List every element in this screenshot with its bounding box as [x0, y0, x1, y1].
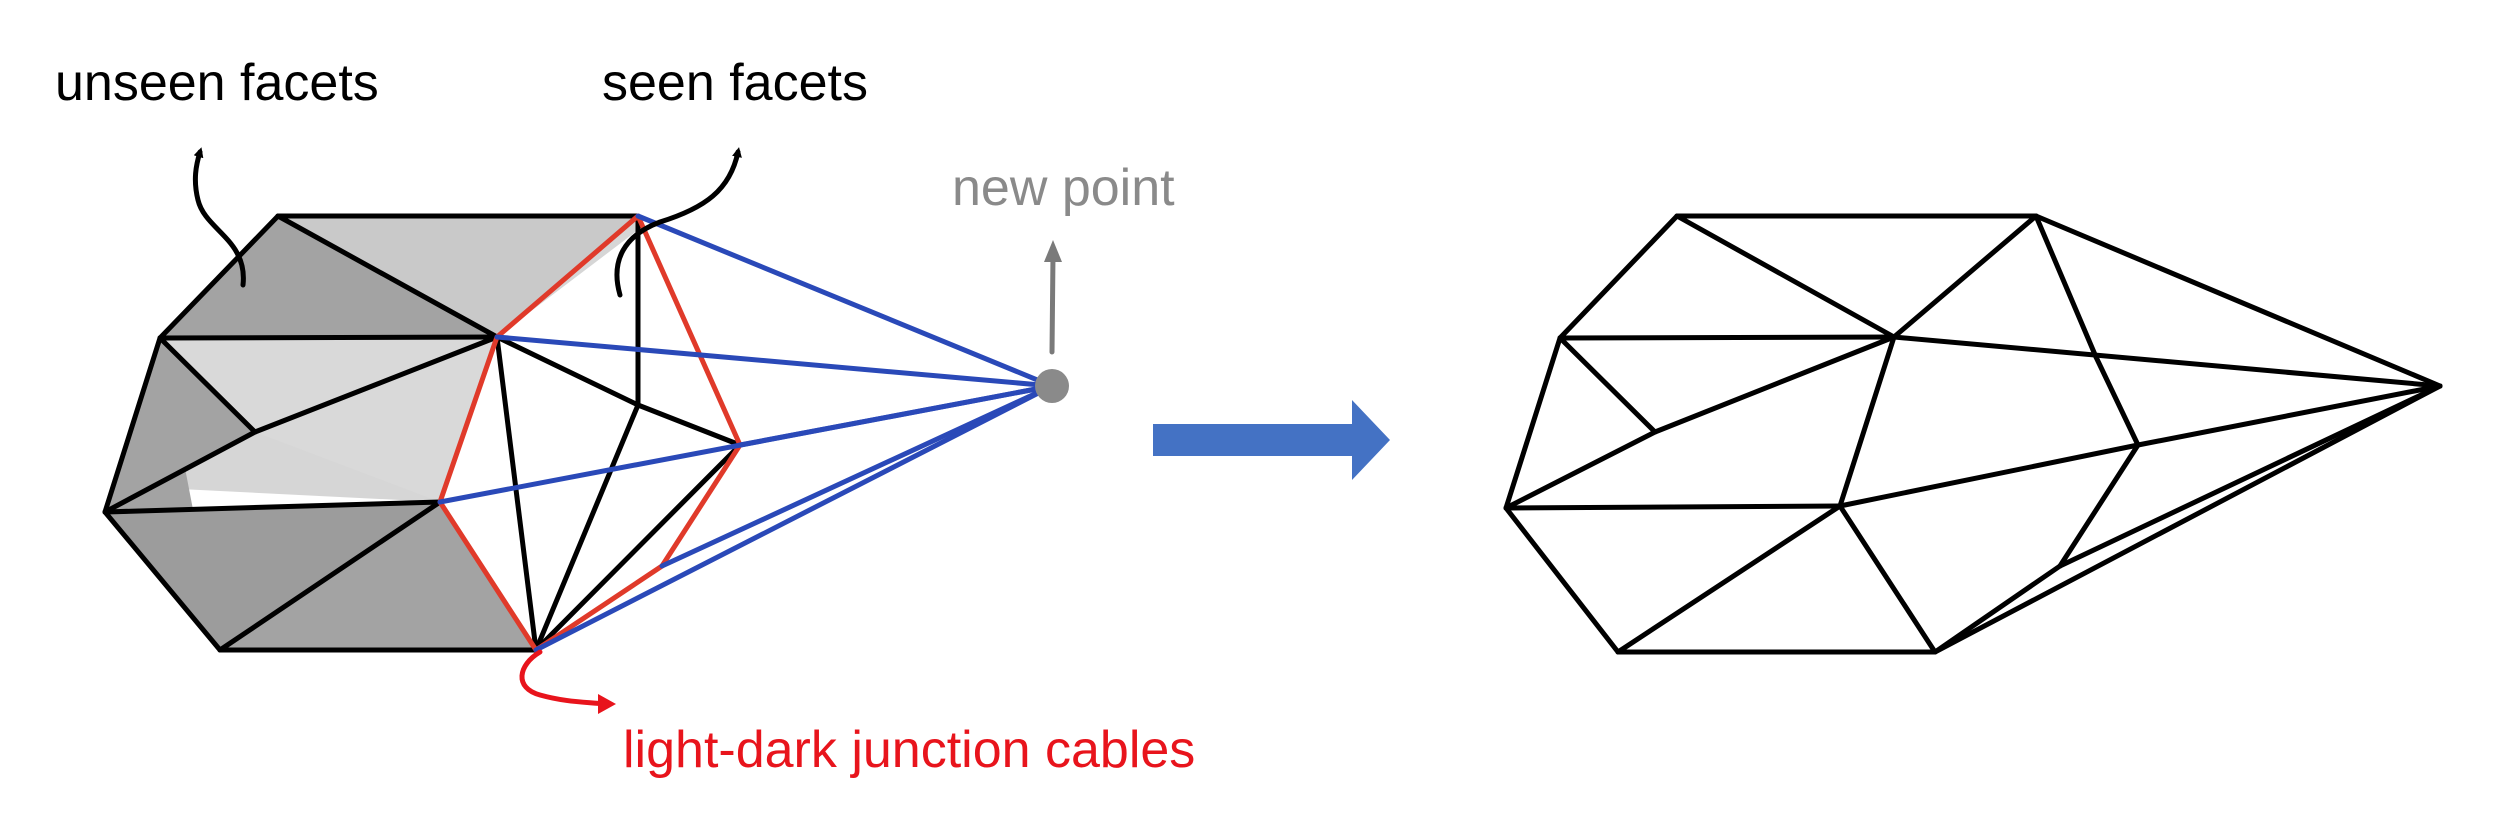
curved-arrow-icon: [614, 147, 742, 298]
hull-before: [102, 213, 1069, 653]
edge: [1557, 213, 1680, 341]
edge: [102, 509, 223, 653]
new-edge: [659, 383, 1055, 569]
new-edges: [437, 213, 1055, 653]
edge: [1557, 334, 1897, 341]
edge: [2033, 213, 2443, 389]
edge: [275, 213, 500, 340]
new-point-label: new point: [952, 159, 1175, 217]
edge: [1557, 335, 1658, 435]
new-edge: [494, 334, 1055, 389]
edge: [102, 429, 258, 515]
new-edge: [737, 383, 1055, 448]
edge: [1837, 442, 2141, 509]
edge: [252, 334, 500, 435]
unseen-facet-dark-left: [105, 338, 255, 512]
edge: [1891, 334, 2443, 389]
edge: [1932, 383, 2443, 655]
edge: [533, 402, 641, 653]
unseen-facet-dark-bottom: [105, 502, 440, 650]
right-arrow-icon: [1153, 400, 1390, 480]
edge: [1891, 213, 2039, 340]
edge: [2057, 442, 2141, 569]
edge: [1503, 335, 1563, 511]
edge: [1652, 334, 1897, 435]
edge: [2093, 354, 2141, 448]
edge: [102, 335, 163, 515]
edge: [494, 334, 539, 653]
edge: [157, 334, 500, 341]
edge: [1837, 334, 1897, 509]
curved-arrow-icon: [192, 147, 246, 288]
edge: [102, 499, 443, 515]
new-point: [1035, 369, 1069, 403]
edge: [1503, 505, 1621, 655]
edge: [217, 499, 443, 653]
edge: [1837, 503, 1938, 655]
edge: [2033, 213, 2099, 360]
curved-arrow-icon: [519, 649, 607, 707]
unseen-facet-light-mid2: [160, 337, 497, 502]
edge: [1615, 503, 1843, 655]
hull-edges: [102, 213, 743, 653]
unseen-facet-light-mid: [278, 216, 638, 337]
edge: [1674, 213, 1897, 340]
new-edge: [635, 213, 1055, 389]
pointer-arrows: [192, 147, 1062, 714]
junction-cables-label: light-dark junction cables: [623, 721, 1195, 779]
hull-after: [1503, 213, 2443, 655]
edge: [533, 442, 743, 653]
unseen-facets-label: unseen facets: [55, 54, 379, 112]
new-edge: [533, 383, 1055, 653]
edge: [157, 335, 258, 435]
curved-arrow-head: [598, 694, 616, 714]
unseen-facet-dark-top: [160, 216, 497, 338]
edge: [1503, 503, 1843, 511]
edge: [1932, 563, 2063, 655]
up-arrow-icon: [1049, 252, 1056, 355]
unseen-facets-region: [105, 216, 638, 650]
edge: [2135, 383, 2443, 448]
edge: [494, 334, 641, 408]
edge: [1503, 429, 1658, 511]
seen-facets-label: seen facets: [602, 54, 868, 112]
up-arrow-head: [1044, 240, 1062, 262]
edge: [2057, 383, 2443, 569]
edge: [157, 213, 281, 341]
edge: [635, 402, 743, 448]
